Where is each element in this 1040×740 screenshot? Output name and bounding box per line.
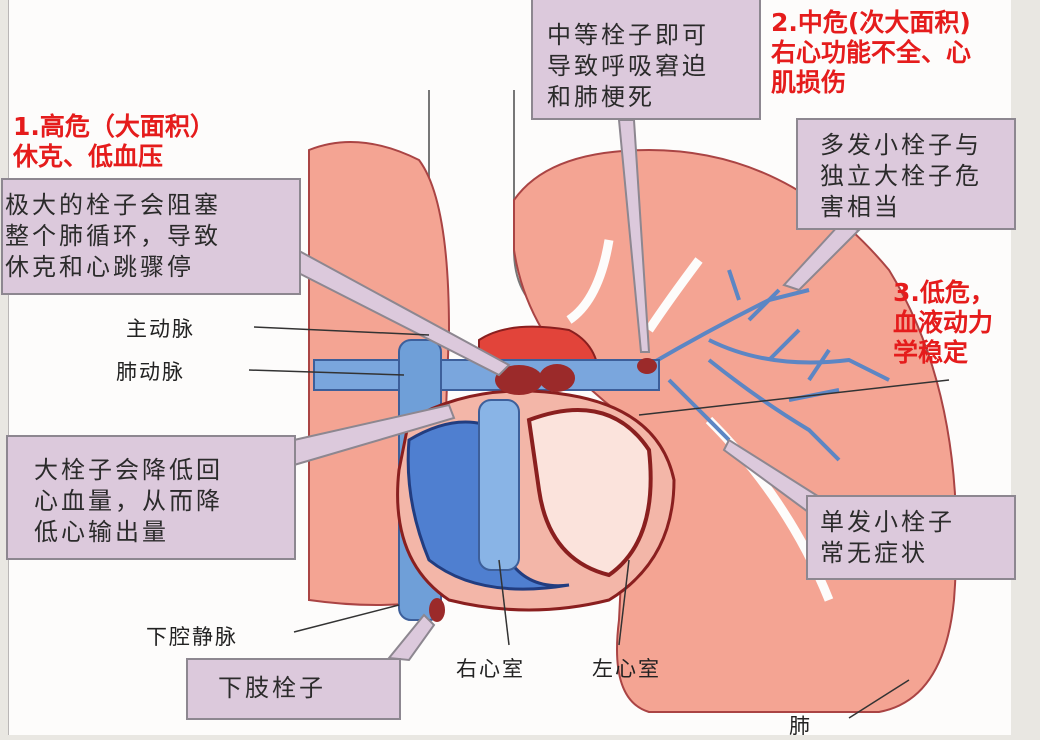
callout-single-small-embolus: 单发小栓子 常无症状: [806, 495, 1016, 580]
label-inferior-vena-cava: 下腔静脉: [146, 625, 238, 649]
callout-line: 多发小栓子与: [820, 131, 982, 159]
callout-lower-limb-embolus: 下肢栓子: [186, 658, 401, 720]
label-lung: 肺: [789, 714, 812, 738]
embolus-large: [539, 364, 575, 392]
callout-line: 心血量，从而降: [34, 487, 223, 515]
embolus-medium: [637, 358, 657, 374]
callout-line: 整个肺循环，导致: [5, 222, 221, 250]
callout-multiple-small-emboli: 多发小栓子与 独立大栓子危 害相当: [796, 118, 1016, 230]
callout-line: 害相当: [820, 193, 901, 221]
label-pulmonary-artery: 肺动脉: [116, 360, 185, 384]
leader-lines: [248, 326, 950, 719]
low-risk-label: 3.低危， 血液动力 学稳定: [893, 278, 995, 368]
left-ventricle-chamber: [526, 408, 653, 578]
medium-risk-label: 2.中危(次大面积) 右心功能不全、心 肌损伤: [771, 8, 971, 98]
embolus-large: [495, 365, 543, 395]
callout-line: 下肢栓子: [218, 674, 326, 702]
high-risk-desc: 休克、低血压: [13, 142, 164, 171]
low-risk-desc: 学稳定: [893, 338, 969, 367]
high-risk-title: 1.高危（大面积）: [13, 112, 215, 141]
label-aorta: 主动脉: [126, 317, 195, 341]
medium-risk-desc: 右心功能不全、心: [771, 38, 972, 67]
callout-line: 中等栓子即可: [547, 21, 709, 49]
low-risk-desc: 血液动力: [893, 308, 994, 337]
callout-line: 极大的栓子会阻塞: [5, 191, 221, 219]
high-risk-label: 1.高危（大面积） 休克、低血压: [13, 112, 215, 172]
diagram-canvas: 1.高危（大面积） 休克、低血压 2.中危(次大面积) 右心功能不全、心 肌损伤…: [1, 0, 1016, 738]
callout-large-embolus: 极大的栓子会阻塞 整个肺循环，导致 休克和心跳骤停: [1, 178, 301, 295]
callout-line: 独立大栓子危: [820, 162, 982, 190]
callout-medium-embolus: 中等栓子即可 导致呼吸窘迫 和肺梗死: [531, 0, 761, 120]
callout-line: 休克和心跳骤停: [5, 253, 194, 281]
label-left-ventricle: 左心室: [592, 657, 661, 681]
callout-line: 大栓子会降低回: [34, 456, 223, 484]
callout-line: 和肺梗死: [547, 83, 655, 111]
medium-risk-title: 2.中危(次大面积): [771, 8, 971, 37]
callout-line: 导致呼吸窘迫: [547, 52, 709, 80]
callout-line: 低心输出量: [34, 518, 169, 546]
label-right-ventricle: 右心室: [456, 657, 525, 681]
low-risk-title: 3.低危，: [893, 278, 995, 307]
callout-line: 单发小栓子: [820, 508, 955, 536]
embolus-lower-limb: [429, 598, 445, 622]
callout-line: 常无症状: [820, 539, 928, 567]
medium-risk-desc: 肌损伤: [771, 68, 847, 97]
callout-arrows: [267, 119, 861, 662]
callout-reduce-venous-return: 大栓子会降低回 心血量，从而降 低心输出量: [6, 435, 296, 560]
